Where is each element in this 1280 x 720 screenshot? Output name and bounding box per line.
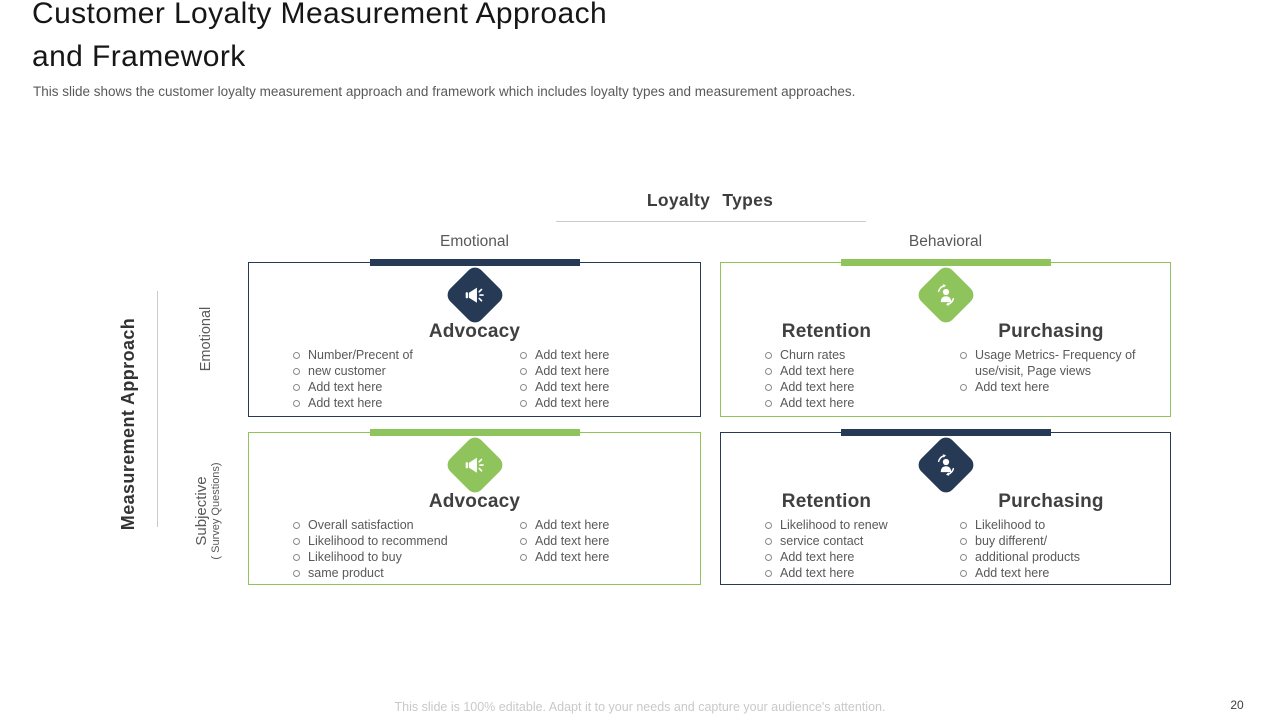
column-axis-underline: [556, 221, 866, 222]
cell-subjective-behavioral: Retention Likelihood to renew service co…: [720, 429, 1171, 585]
cell-title: Advocacy: [428, 321, 521, 342]
column-header-emotional: Emotional: [440, 233, 509, 250]
row-header-subjective: Subjective ( Survey Questions): [193, 431, 227, 591]
row-header-subjective-sublabel: ( Survey Questions): [210, 462, 222, 560]
bullet-item: Usage Metrics- Frequency of use/visit, P…: [958, 347, 1160, 379]
row-header-subjective-label: Subjective: [193, 476, 210, 546]
bullet-list: Add text here Add text here Add text her…: [518, 517, 700, 581]
bullet-item: Add text here: [763, 379, 932, 395]
accent-bar: [369, 259, 580, 266]
bullet-item: Add text here: [291, 379, 518, 395]
accent-bar: [840, 429, 1051, 436]
bullet-list: Add text here Add text here Add text her…: [518, 347, 700, 411]
cell-title: Retention: [781, 491, 872, 512]
column-header-behavioral: Behavioral: [908, 233, 983, 250]
bullet-item: Churn rates: [763, 347, 932, 363]
bullet-item: Add text here: [291, 395, 518, 411]
bullet-item: Add text here: [763, 549, 932, 565]
bullet-item: Add text here: [518, 517, 700, 533]
cell-subjective-emotional: Advocacy Overall satisfaction Likelihood…: [248, 429, 701, 585]
cell-emotional-behavioral: Retention Churn rates Add text here Add …: [720, 259, 1171, 417]
cell-title: Purchasing: [998, 491, 1104, 512]
bullet-item: Add text here: [518, 379, 700, 395]
bullet-item: Likelihood to buy: [291, 549, 518, 565]
bullet-list: Number/Precent of new customer Add text …: [291, 347, 518, 411]
bullet-item: Add text here: [518, 347, 700, 363]
cell-subsection-purchasing: Purchasing Likelihood to buy different/ …: [932, 491, 1170, 581]
bullet-item: buy different/: [958, 533, 1160, 549]
bullet-item: Add text here: [518, 549, 700, 565]
customer-cycle-icon: [914, 433, 977, 497]
bullet-list: Likelihood to buy different/ additional …: [958, 517, 1160, 581]
megaphone-icon: [443, 433, 506, 497]
bullet-list: Overall satisfaction Likelihood to recom…: [291, 517, 518, 581]
bullet-item: same product: [291, 565, 518, 581]
bullet-item: Likelihood to renew: [763, 517, 932, 533]
page-title-line2: and Framework: [32, 40, 246, 73]
page-title: Customer Loyalty Measurement Approach an…: [32, 0, 932, 78]
bullet-item: Number/Precent of: [291, 347, 518, 363]
bullet-list: Usage Metrics- Frequency of use/visit, P…: [958, 347, 1160, 395]
bullet-item: Add text here: [958, 565, 1160, 581]
column-axis-title: Loyalty Types: [646, 190, 774, 210]
bullet-list: Likelihood to renew service contact Add …: [763, 517, 932, 581]
bullet-item: Add text here: [958, 379, 1160, 395]
row-axis-title: Measurement Approach: [118, 317, 138, 531]
cell-emotional-emotional: Advocacy Number/Precent of new customer …: [248, 259, 701, 417]
bullet-item: new customer: [291, 363, 518, 379]
bullet-item: Add text here: [518, 395, 700, 411]
cell-title: Advocacy: [428, 491, 521, 512]
cell-subsection-retention: Retention Churn rates Add text here Add …: [721, 321, 932, 411]
row-axis-line: [157, 291, 158, 527]
row-header-emotional: Emotional: [198, 306, 214, 372]
bullet-item: Add text here: [763, 565, 932, 581]
bullet-item: Likelihood to recommend: [291, 533, 518, 549]
bullet-item: Add text here: [763, 363, 932, 379]
bullet-item: Overall satisfaction: [291, 517, 518, 533]
cell-title: Purchasing: [998, 321, 1104, 342]
bullet-item: Add text here: [518, 363, 700, 379]
bullet-list: Churn rates Add text here Add text here …: [763, 347, 932, 411]
bullet-item: Add text here: [518, 533, 700, 549]
bullet-item: Likelihood to: [958, 517, 1160, 533]
accent-bar: [840, 259, 1051, 266]
cell-subsection-retention: Retention Likelihood to renew service co…: [721, 491, 932, 581]
cell-subsection-purchasing: Purchasing Usage Metrics- Frequency of u…: [932, 321, 1170, 411]
customer-cycle-icon: [914, 263, 977, 327]
accent-bar: [369, 429, 580, 436]
bullet-item: service contact: [763, 533, 932, 549]
megaphone-icon: [443, 263, 506, 327]
bullet-item: Add text here: [763, 395, 932, 411]
page-number: 20: [1230, 698, 1244, 712]
page-subtitle: This slide shows the customer loyalty me…: [33, 84, 856, 99]
bullet-item: additional products: [958, 549, 1160, 565]
page-title-line1: Customer Loyalty Measurement Approach: [32, 0, 608, 30]
cell-title: Retention: [781, 321, 872, 342]
footer-note: This slide is 100% editable. Adapt it to…: [394, 700, 886, 714]
